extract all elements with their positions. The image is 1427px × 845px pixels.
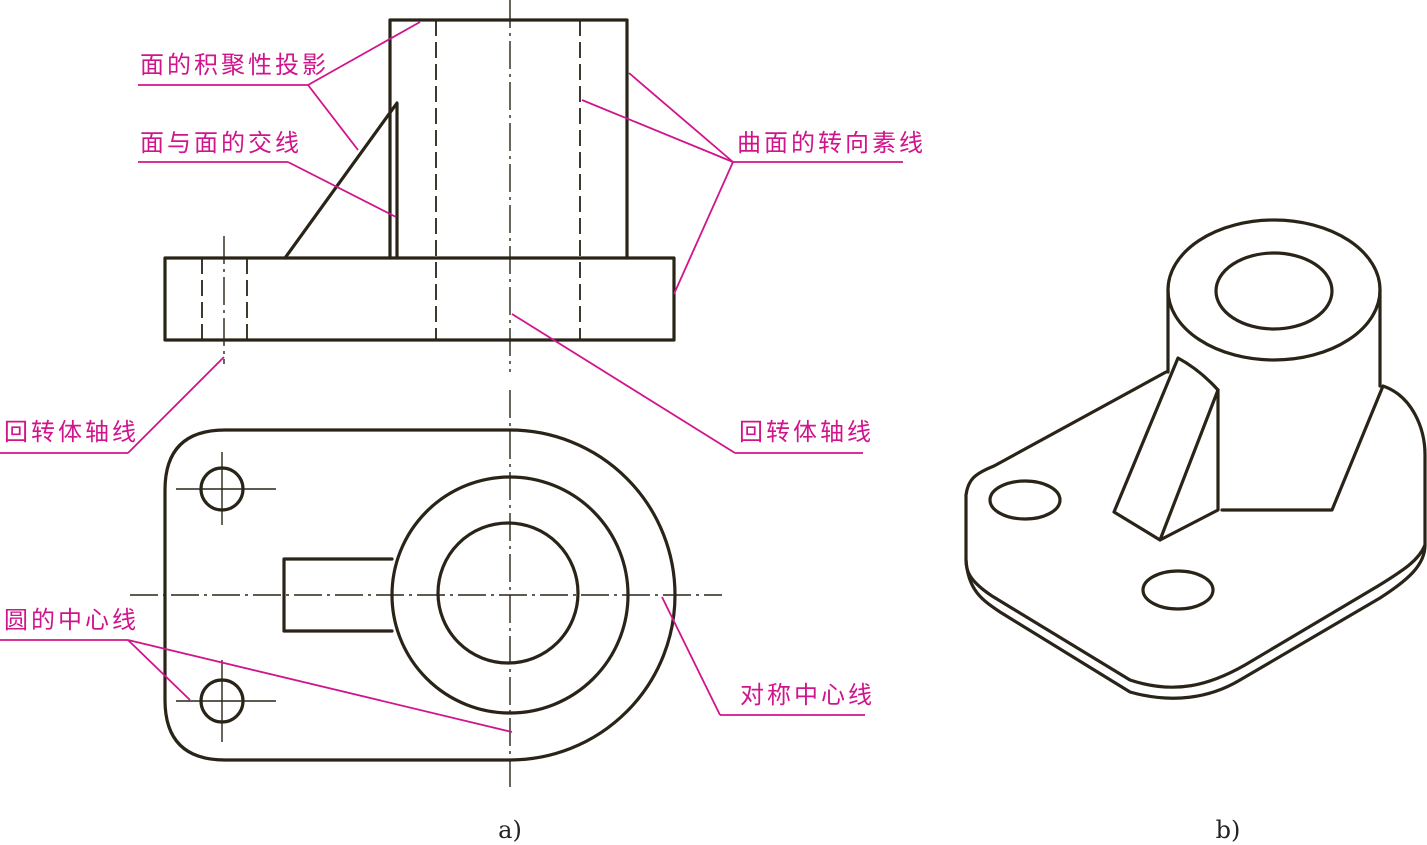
leader-revolution-axis-left — [127, 356, 225, 454]
cylinder-bore-ellipse — [1214, 251, 1334, 331]
rib-top-outline — [282, 557, 394, 633]
leader-face-projection-2 — [307, 84, 359, 151]
rib-ridge — [1158, 388, 1220, 542]
leader-surface-contour-2 — [581, 99, 734, 163]
cylinder-top-ellipse — [1166, 218, 1382, 362]
leader-face-intersection — [287, 161, 397, 218]
leader-circle-centerline-1 — [127, 639, 191, 701]
caption-a: a) — [498, 816, 522, 844]
front-view — [163, 0, 676, 372]
leader-surface-contour-1 — [628, 72, 734, 163]
label-face-projection: 面的积聚性投影 — [140, 51, 329, 79]
label-revolution-axis-right: 回转体轴线 — [739, 418, 874, 446]
label-surface-contour: 曲面的转向素线 — [737, 129, 926, 157]
iso-hole-left — [988, 479, 1062, 521]
iso-hole-front — [1141, 569, 1215, 611]
bore-circle — [436, 521, 580, 665]
base-plate-top-outline — [163, 428, 677, 762]
rib-outline — [283, 101, 399, 260]
leader-face-projection-1 — [307, 21, 421, 86]
leader-surface-contour-3 — [673, 161, 734, 295]
cylinder-outline — [388, 18, 629, 260]
base-plate-lower-edge — [964, 543, 1427, 700]
rib-face — [1112, 356, 1220, 542]
caption-b: b) — [1216, 816, 1241, 844]
isometric-view — [964, 218, 1427, 700]
label-revolution-axis-left: 回转体轴线 — [4, 418, 139, 446]
label-symmetry-centerline: 对称中心线 — [740, 681, 875, 709]
leader-symmetry-centerline — [661, 596, 721, 716]
base-plate-outline — [163, 256, 676, 342]
label-circle-centerline: 圆的中心线 — [4, 606, 139, 634]
label-face-intersection: 面与面的交线 — [140, 129, 302, 157]
base-plate-top-face — [964, 370, 1427, 689]
leader-circle-centerline-2 — [127, 639, 513, 733]
annotations: 面的积聚性投影 面与面的交线 曲面的转向素线 回转体轴线 回转体轴线 圆的中心线… — [0, 21, 926, 733]
top-view — [130, 390, 722, 790]
leader-revolution-axis-right — [511, 313, 736, 454]
